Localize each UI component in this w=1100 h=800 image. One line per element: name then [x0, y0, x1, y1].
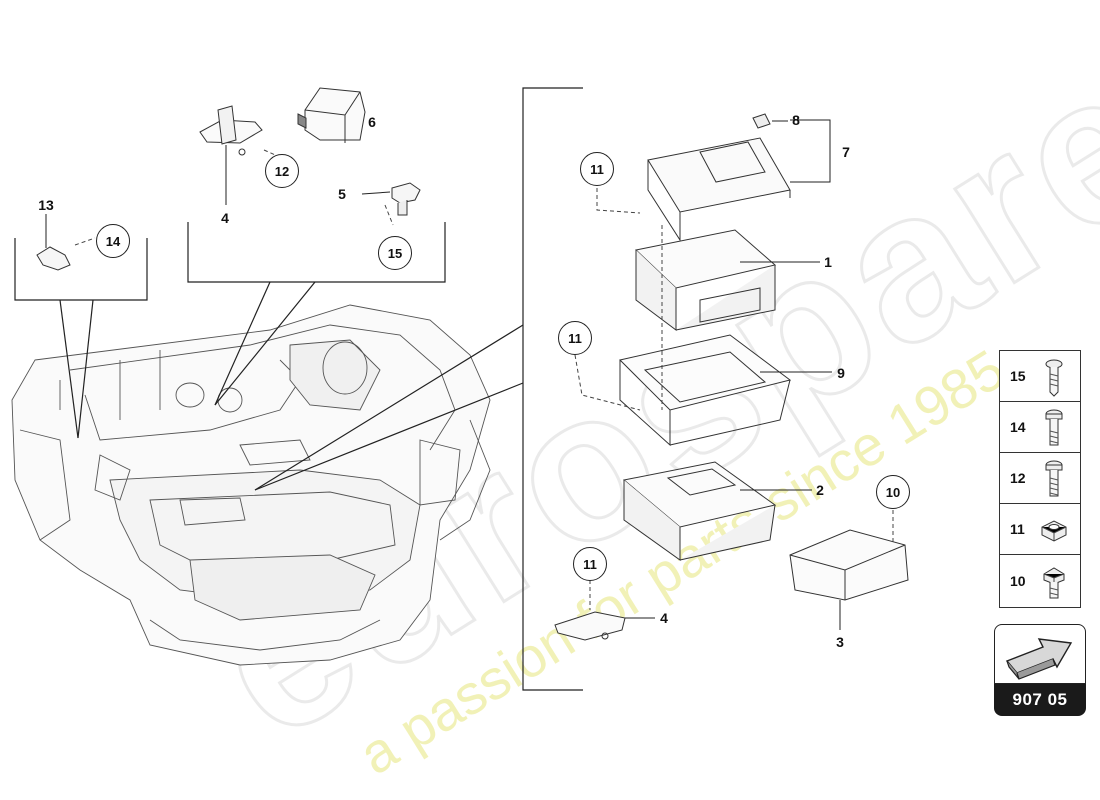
callout-3: 3 [836, 634, 844, 650]
callout-6: 6 [368, 114, 376, 130]
bolt-icon [1045, 460, 1063, 497]
callout-7: 7 [842, 144, 850, 160]
callout-4-bottom: 4 [660, 610, 668, 626]
circled-callout-10: 10 [876, 475, 910, 509]
arrow-icon [1005, 638, 1073, 680]
callout-4-top: 4 [221, 210, 229, 226]
legend-row-12: 12 [1000, 453, 1080, 504]
legend-num: 14 [1010, 419, 1026, 435]
legend-row-10: 10 [1000, 555, 1080, 606]
part-13-sensor [36, 214, 71, 271]
circled-callout-15: 15 [378, 236, 412, 270]
part-8-clip [752, 113, 788, 129]
circled-callout-11-middle: 11 [558, 321, 592, 355]
part-1-unit [634, 229, 820, 331]
legend-row-11: 11 [1000, 504, 1080, 555]
part-7-cover [647, 119, 831, 242]
vehicle-body [11, 304, 491, 666]
part-9-tray [619, 334, 832, 447]
part-2-unit [622, 461, 812, 561]
legend-num: 11 [1010, 521, 1025, 537]
legend-row-14: 14 [1000, 402, 1080, 453]
part-6-control-unit [297, 87, 366, 143]
circled-callout-11-top: 11 [580, 152, 614, 186]
dashed-leaders [74, 149, 894, 610]
part-5-sensor [361, 182, 421, 216]
callout-9: 9 [837, 365, 845, 381]
part-4-bracket-bottom [554, 611, 655, 641]
callout-8: 8 [792, 112, 800, 128]
callout-2: 2 [816, 482, 824, 498]
callout-1: 1 [824, 254, 832, 270]
page-badge-arrow [994, 624, 1086, 684]
legend-num: 15 [1010, 368, 1026, 384]
legend-num: 12 [1010, 470, 1026, 486]
circled-callout-14: 14 [96, 224, 130, 258]
callout-5: 5 [338, 186, 346, 202]
legend-row-15: 15 [1000, 351, 1080, 402]
screw-icon [1045, 359, 1063, 397]
hex-bolt-icon [1043, 567, 1065, 599]
part-3-module [789, 529, 909, 630]
hex-nut-icon [1041, 520, 1067, 542]
bolt-icon [1045, 409, 1063, 446]
circled-callout-12: 12 [265, 154, 299, 188]
legend-num: 10 [1010, 572, 1026, 589]
part-4-bracket-top [199, 105, 263, 205]
leader-frames [14, 87, 583, 691]
page-number: 907 05 [994, 684, 1086, 716]
circled-callout-11-bottom: 11 [573, 547, 607, 581]
callout-13: 13 [38, 197, 54, 213]
fastener-legend: 15 14 12 11 [999, 350, 1081, 608]
